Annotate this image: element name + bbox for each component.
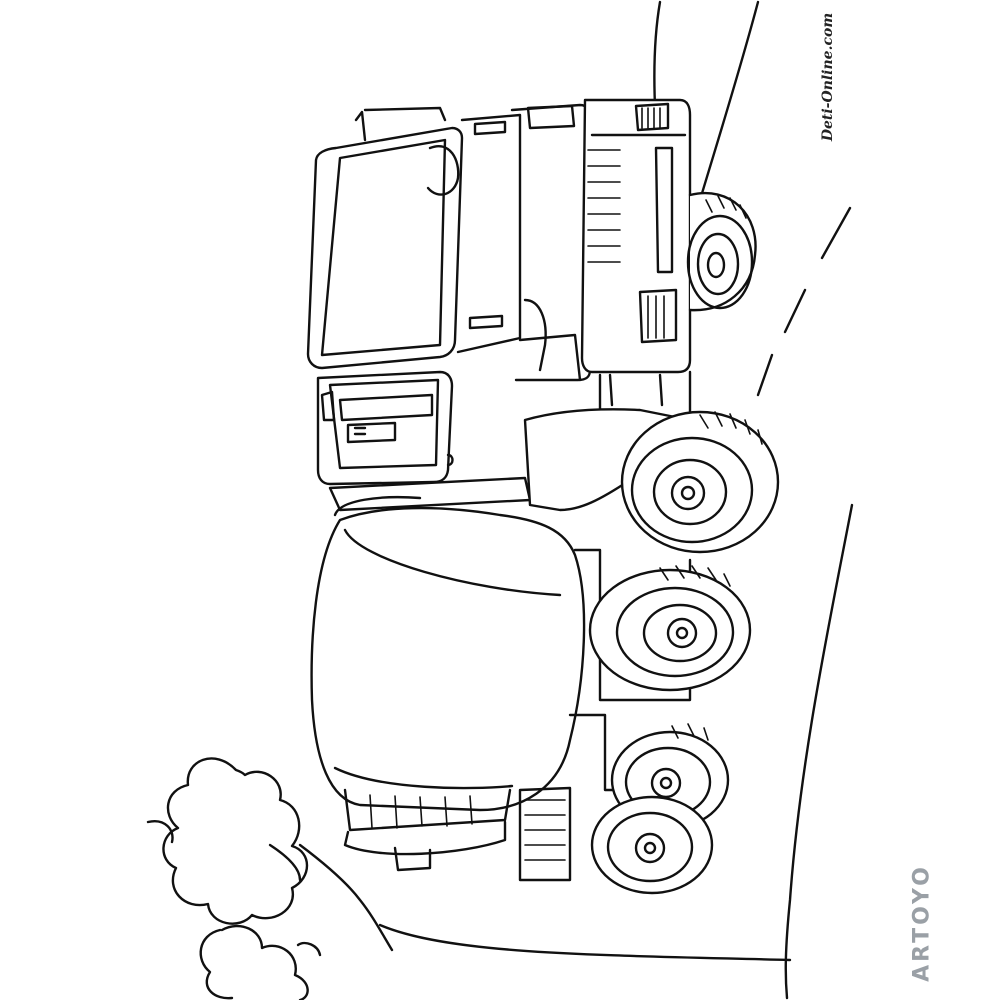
brand-label: ARTOYO bbox=[909, 863, 935, 982]
watermark-text: Deti-Online.com bbox=[808, 12, 848, 142]
tree bbox=[146, 757, 394, 1000]
front-axle-wheel bbox=[523, 408, 780, 554]
front-wheel-top bbox=[686, 191, 757, 312]
mixer-drum bbox=[310, 495, 586, 872]
rear-wheel-lower bbox=[590, 795, 714, 895]
brand-logo: ARTOYO bbox=[900, 860, 944, 985]
middle-wheel bbox=[588, 565, 752, 692]
road-dash-line bbox=[756, 206, 852, 397]
watermark-label: Deti-Online.com bbox=[820, 12, 836, 142]
truck-cab bbox=[306, 103, 592, 512]
truck-grille bbox=[580, 98, 692, 422]
